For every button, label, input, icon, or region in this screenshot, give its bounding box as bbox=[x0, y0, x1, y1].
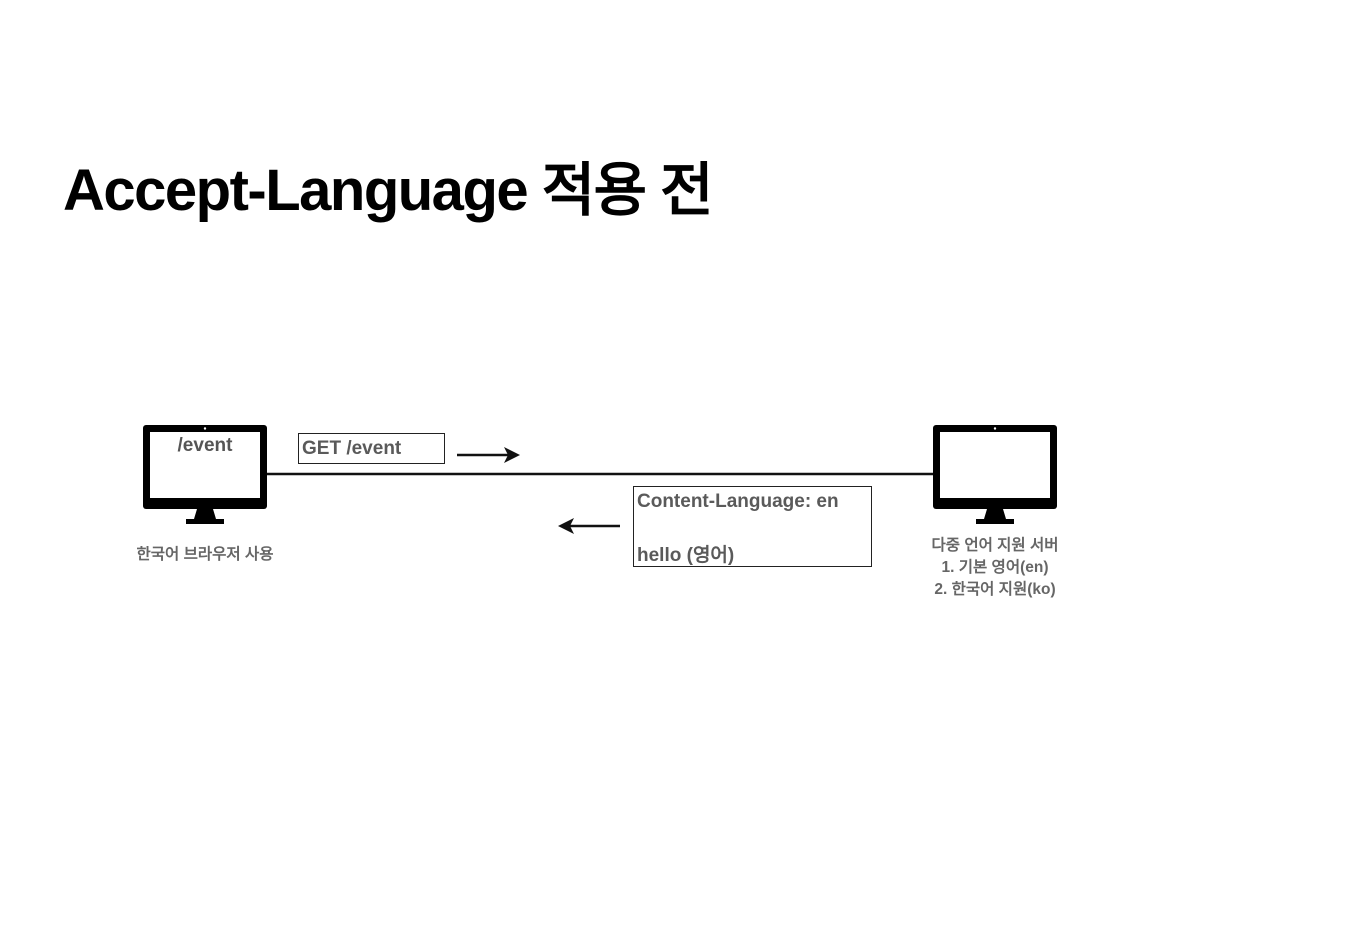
response-header-line: Content-Language: en bbox=[637, 491, 839, 512]
client-monitor-icon: /event bbox=[143, 425, 267, 525]
server-caption: 다중 언어 지원 서버 1. 기본 영어(en) 2. 한국어 지원(ko) bbox=[895, 535, 1095, 601]
server-caption-line: 다중 언어 지원 서버 bbox=[931, 537, 1059, 554]
client-caption: 한국어 브라우저 사용 bbox=[136, 546, 274, 563]
page-title: Accept-Language 적용 전 bbox=[63, 158, 713, 223]
server-caption-line: 1. 기본 영어(en) bbox=[941, 559, 1049, 576]
server-caption-line: 2. 한국어 지원(ko) bbox=[934, 581, 1056, 598]
request-arrow-icon bbox=[457, 447, 520, 463]
request-label: GET /event bbox=[302, 438, 402, 459]
client-screen-text: /event bbox=[177, 435, 233, 456]
request-box bbox=[298, 433, 445, 464]
response-box bbox=[633, 486, 872, 567]
response-body-line: hello (영어) bbox=[637, 545, 735, 566]
response-arrow-icon bbox=[558, 518, 620, 534]
server-monitor-icon bbox=[933, 425, 1057, 525]
